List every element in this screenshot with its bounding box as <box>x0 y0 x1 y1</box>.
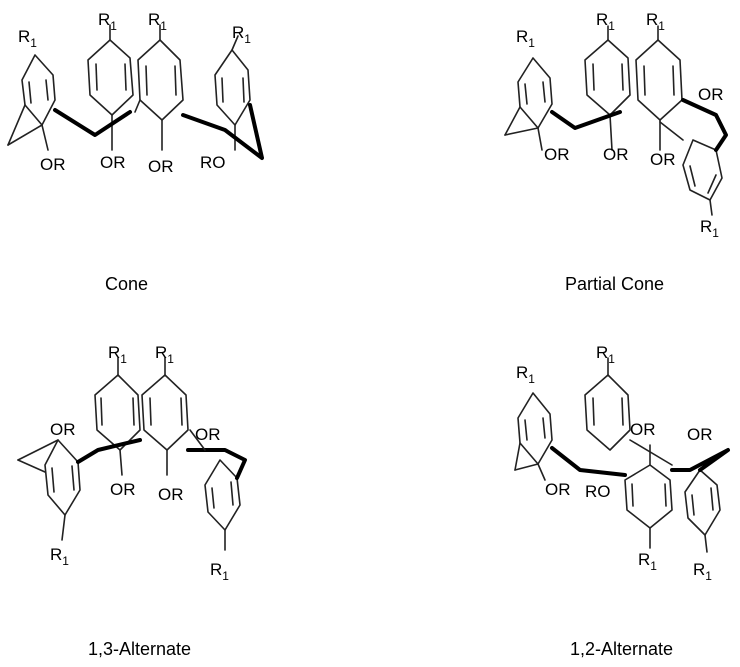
alt13-or-label-4: OR <box>195 425 221 444</box>
cone-or-label-2: OR <box>100 153 126 172</box>
alt13-r1-label-1: R1 <box>108 343 127 366</box>
alt13-structure: R1 R1 R1 R1 OR OR OR OR <box>17 343 247 583</box>
partial-cone-r1-label-4: R1 <box>700 217 719 240</box>
caption-partial-cone: Partial Cone <box>565 274 664 294</box>
partial-cone-bonds <box>504 25 728 216</box>
alt12-r1-label-4: R1 <box>693 560 712 583</box>
cone-ro-label: RO <box>200 153 226 172</box>
caption-cone: Cone <box>105 274 148 294</box>
partial-cone-r1-label-1: R1 <box>516 27 535 50</box>
partial-cone-or-label-2: OR <box>603 145 629 164</box>
partial-cone-or-label-1: OR <box>544 145 570 164</box>
alt13-bonds <box>17 357 247 551</box>
partial-cone-r1-label-2: R1 <box>596 10 615 33</box>
alt12-or-label-3: OR <box>687 425 713 444</box>
alt12-ro-label: RO <box>585 482 611 501</box>
alt13-r1-label-2: R1 <box>155 343 174 366</box>
alt13-or-label-2: OR <box>110 480 136 499</box>
alt13-r1-label-3: R1 <box>50 545 69 568</box>
cone-r1-label-3: R1 <box>148 10 167 33</box>
cone-r1-label-2: R1 <box>98 10 117 33</box>
alt13-r1-label-4: R1 <box>210 560 229 583</box>
cone-r1-label-4: R1 <box>232 23 251 46</box>
alt13-or-label-3: OR <box>158 485 184 504</box>
alt12-or-label-2: OR <box>630 420 656 439</box>
partial-cone-r1-label-3: R1 <box>646 10 665 33</box>
cone-or-label-3: OR <box>148 157 174 176</box>
alt13-or-label-1: OR <box>50 420 76 439</box>
alt12-bonds <box>514 357 730 553</box>
cone-r1-label-1: R1 <box>18 27 37 50</box>
alt12-or-label-1: OR <box>545 480 571 499</box>
alt12-r1-label-3: R1 <box>638 550 657 573</box>
alt12-structure: R1 R1 R1 R1 OR RO OR OR <box>514 343 730 583</box>
cone-structure: R1 R1 R1 R1 OR OR OR RO <box>7 10 264 176</box>
partial-cone-or-label-3: OR <box>650 150 676 169</box>
caption-alt12: 1,2-Alternate <box>570 639 673 659</box>
alt12-r1-label-1: R1 <box>516 363 535 386</box>
cone-bonds <box>7 24 264 160</box>
caption-alt13: 1,3-Alternate <box>88 639 191 659</box>
cone-or-label-1: OR <box>40 155 66 174</box>
partial-cone-structure: R1 R1 R1 R1 OR OR OR OR <box>504 10 728 240</box>
alt12-r1-label-2: R1 <box>596 343 615 366</box>
partial-cone-or-label-4: OR <box>698 85 724 104</box>
